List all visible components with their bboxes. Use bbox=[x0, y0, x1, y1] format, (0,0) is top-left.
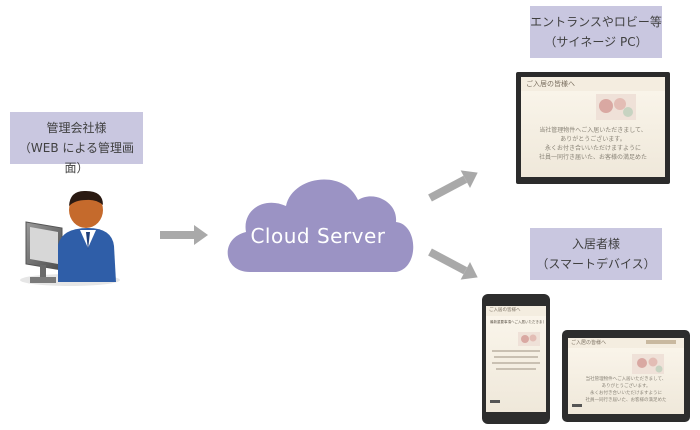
entrance-label-title: エントランスやロビー等 bbox=[530, 15, 662, 29]
signage-flower-image bbox=[596, 94, 636, 120]
tablet-line-4: 社員一同行き届いた、お客様の満足めた bbox=[585, 398, 667, 403]
entrance-label-subtitle: （サイネージ PC） bbox=[544, 35, 648, 49]
resident-label-box: 入居者様 （スマートデバイス） bbox=[530, 228, 662, 280]
cloud-server-label: Cloud Server bbox=[250, 224, 386, 248]
signage-line-2: ありがとうございます。 bbox=[560, 136, 626, 143]
tablet-flower-image bbox=[632, 354, 664, 374]
cloud-shape bbox=[227, 179, 414, 272]
admin-label-box: 管理会社様 （WEB による管理画面） bbox=[10, 112, 143, 175]
resident-label-title: 入居者様 bbox=[571, 237, 620, 251]
arrow-admin-to-cloud bbox=[160, 225, 208, 245]
tablet-line-3: 永くお付き合いいただけますように bbox=[590, 391, 662, 396]
signage-line-1: 当社管理物件へご入居いただきまして、 bbox=[539, 127, 647, 134]
arrow-cloud-to-signage bbox=[428, 170, 478, 202]
phone-flower-image bbox=[518, 332, 540, 346]
admin-person-icon bbox=[20, 190, 120, 286]
tablet-message: 当社管理物件へご入居いただきまして、 ありがとうございます。 永くお付き合いいた… bbox=[568, 376, 684, 404]
entrance-label-box: エントランスやロビー等 （サイネージ PC） bbox=[530, 6, 662, 58]
tablet-line-2: ありがとうございます。 bbox=[601, 384, 651, 389]
tablet-screen-title: ご入居の皆様へ bbox=[571, 340, 607, 346]
signage-line-4: 社員一同行き届いた、お客様の満足めた bbox=[538, 154, 647, 161]
arrow-cloud-to-devices bbox=[428, 248, 478, 280]
tablet-line-1: 当社管理物件へご入居いただきまして、 bbox=[585, 377, 667, 382]
admin-label-title: 管理会社様 bbox=[46, 121, 107, 135]
smartphone-device bbox=[482, 294, 550, 424]
phone-screen-badge: 最新重要事項へご入居いただきまして bbox=[490, 320, 544, 324]
signage-screen-title: ご入居の皆様へ bbox=[526, 80, 575, 88]
resident-label-subtitle: （スマートデバイス） bbox=[536, 257, 656, 271]
signage-line-3: 永くお付き合いいただけますように bbox=[544, 145, 641, 152]
signage-monitor bbox=[516, 72, 670, 184]
signage-message: 当社管理物件へご入居いただきまして、 ありがとうございます。 永くお付き合いいた… bbox=[521, 126, 665, 162]
tablet-device bbox=[562, 330, 690, 422]
phone-screen-title: ご入居の皆様へ bbox=[489, 308, 521, 313]
admin-label-subtitle: （WEB による管理画面） bbox=[18, 141, 135, 175]
